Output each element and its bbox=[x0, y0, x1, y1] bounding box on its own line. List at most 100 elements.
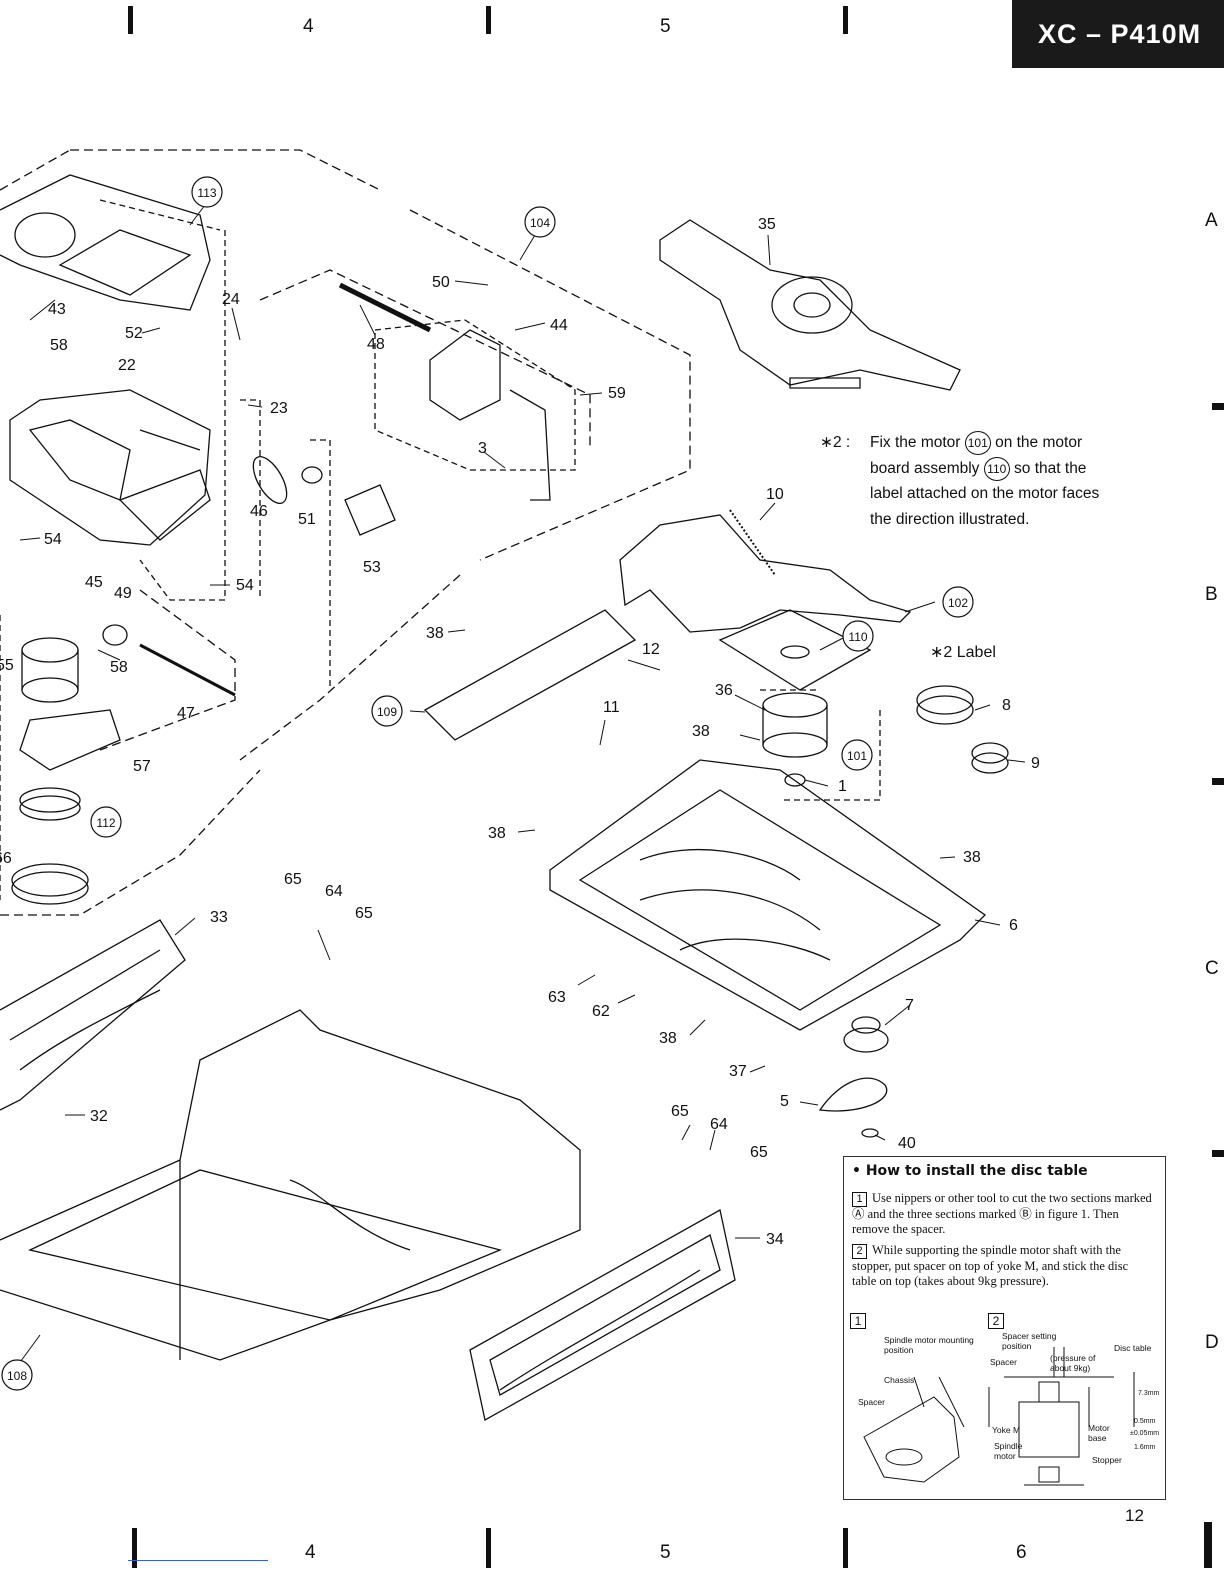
row-tick bbox=[1212, 1150, 1224, 1157]
part-label: 65 bbox=[750, 1144, 768, 1161]
fig1-spacer-label: Spacer bbox=[858, 1397, 885, 1407]
part-label: 7 bbox=[905, 997, 914, 1014]
part-label: 38 bbox=[659, 1030, 677, 1047]
part-label: 38 bbox=[488, 825, 506, 842]
model-number-header: XC – P410M bbox=[1012, 0, 1224, 68]
column-number: 4 bbox=[303, 16, 314, 37]
part-label: 58 bbox=[50, 337, 68, 354]
part-label: 40 bbox=[898, 1135, 916, 1152]
part-label: 35 bbox=[758, 216, 776, 233]
label-callout: ∗2 Label bbox=[930, 644, 996, 661]
part-label: 11 bbox=[603, 699, 620, 716]
part-label: 23 bbox=[270, 400, 288, 417]
fig2-dim-label: 0.5mm bbox=[1134, 1418, 1156, 1425]
part-label: 110 bbox=[848, 630, 867, 644]
step-number: 1 bbox=[852, 1192, 867, 1207]
part-label: 8 bbox=[1002, 697, 1011, 714]
figure-number: 1 bbox=[850, 1313, 866, 1329]
part-label: 53 bbox=[363, 559, 381, 576]
part-label: 65 bbox=[355, 905, 373, 922]
install-figures bbox=[863, 1347, 1135, 1486]
part-label: 101 bbox=[847, 749, 867, 763]
part-label: 10 bbox=[766, 486, 784, 503]
column-number: 6 bbox=[1016, 1542, 1027, 1563]
part-label: 32 bbox=[90, 1108, 108, 1125]
row-tick bbox=[1212, 403, 1224, 410]
column-divider-mark bbox=[486, 6, 491, 34]
fig2-spindle-label: Spindle motor bbox=[994, 1441, 1023, 1461]
note-text-3: so that the label attached on the motor … bbox=[870, 459, 1100, 528]
part-label: 9 bbox=[1031, 755, 1040, 772]
column-divider-mark bbox=[132, 1528, 137, 1568]
fig2-pressure-label: (pressure of about 9kg) bbox=[1050, 1353, 1096, 1373]
part-label: 24 bbox=[222, 291, 240, 308]
part-label: 38 bbox=[692, 723, 710, 740]
part-label: 38 bbox=[426, 625, 444, 642]
part-label: 65 bbox=[284, 871, 302, 888]
part-label: 102 bbox=[948, 596, 968, 610]
part-label: 51 bbox=[298, 511, 316, 528]
motor-orientation-note: ∗2 : Fix the motor 101 on the motor boar… bbox=[820, 430, 1120, 532]
figure-number: 2 bbox=[988, 1313, 1004, 1329]
column-divider-mark bbox=[1204, 1522, 1212, 1568]
note-text-1: Fix the motor bbox=[870, 434, 961, 451]
row-tick bbox=[1212, 778, 1224, 785]
part-label: 34 bbox=[766, 1231, 784, 1248]
part-label: 46 bbox=[250, 503, 268, 520]
row-letter: D bbox=[1205, 1332, 1219, 1353]
part-label: 113 bbox=[197, 186, 216, 200]
part-label: 57 bbox=[133, 758, 151, 775]
part-label: 45 bbox=[85, 574, 103, 591]
column-number: 5 bbox=[660, 1542, 671, 1563]
part-label: 59 bbox=[608, 385, 626, 402]
step-text: Use nippers or other tool to cut the two… bbox=[852, 1191, 1152, 1236]
part-label: 58 bbox=[110, 659, 128, 676]
fig2-dim-label: 7.3mm bbox=[1138, 1390, 1160, 1397]
note-marker: ∗2 : bbox=[820, 434, 851, 451]
column-divider-mark bbox=[843, 1528, 848, 1568]
fig2-stopper-label: Stopper bbox=[1092, 1455, 1122, 1465]
column-divider-mark bbox=[843, 6, 848, 34]
part-label: 104 bbox=[530, 216, 550, 230]
note-text-2: on the motor board assembly bbox=[870, 434, 1083, 477]
row-letter: C bbox=[1205, 958, 1219, 979]
fig2-dim-label: 1.6mm bbox=[1134, 1444, 1156, 1451]
page-number: 12 bbox=[1125, 1506, 1144, 1525]
part-label: 55 bbox=[0, 657, 14, 674]
part-label: 36 bbox=[715, 682, 733, 699]
fig2-dim-label: ±0.05mm bbox=[1130, 1430, 1160, 1437]
part-label: 65 bbox=[671, 1103, 689, 1120]
part-label: 52 bbox=[125, 325, 143, 342]
step-text: While supporting the spindle motor shaft… bbox=[852, 1243, 1129, 1288]
part-label: 64 bbox=[710, 1116, 728, 1133]
part-label: 38 bbox=[963, 849, 981, 866]
column-divider-mark bbox=[128, 6, 133, 34]
part-label: 63 bbox=[548, 989, 566, 1006]
row-letter: A bbox=[1205, 210, 1218, 231]
column-number: 4 bbox=[305, 1542, 316, 1563]
part-label: 64 bbox=[325, 883, 343, 900]
part-label: 49 bbox=[114, 585, 132, 602]
part-label: 112 bbox=[96, 816, 115, 830]
part-label: 12 bbox=[642, 641, 660, 658]
part-label: 3 bbox=[478, 440, 487, 457]
part-label: 5 bbox=[780, 1093, 789, 1110]
part-label: 6 bbox=[1009, 917, 1018, 934]
part-label: 47 bbox=[177, 705, 195, 722]
note-ref-motor: 101 bbox=[964, 431, 991, 455]
part-label: 50 bbox=[432, 274, 450, 291]
row-letter: B bbox=[1205, 584, 1218, 605]
fig1-chassis-label: Chassis bbox=[884, 1375, 915, 1385]
install-title: • How to install the disc table bbox=[852, 1163, 1088, 1179]
part-label: 48 bbox=[367, 336, 385, 353]
part-label: 37 bbox=[729, 1063, 747, 1080]
fig2-motorbase-label: Motor base bbox=[1088, 1423, 1110, 1443]
step-number: 2 bbox=[852, 1244, 867, 1259]
column-divider-mark bbox=[486, 1528, 491, 1568]
part-label: 54 bbox=[236, 577, 254, 594]
part-label: 109 bbox=[377, 705, 397, 719]
note-ref-board: 110 bbox=[983, 456, 1010, 481]
